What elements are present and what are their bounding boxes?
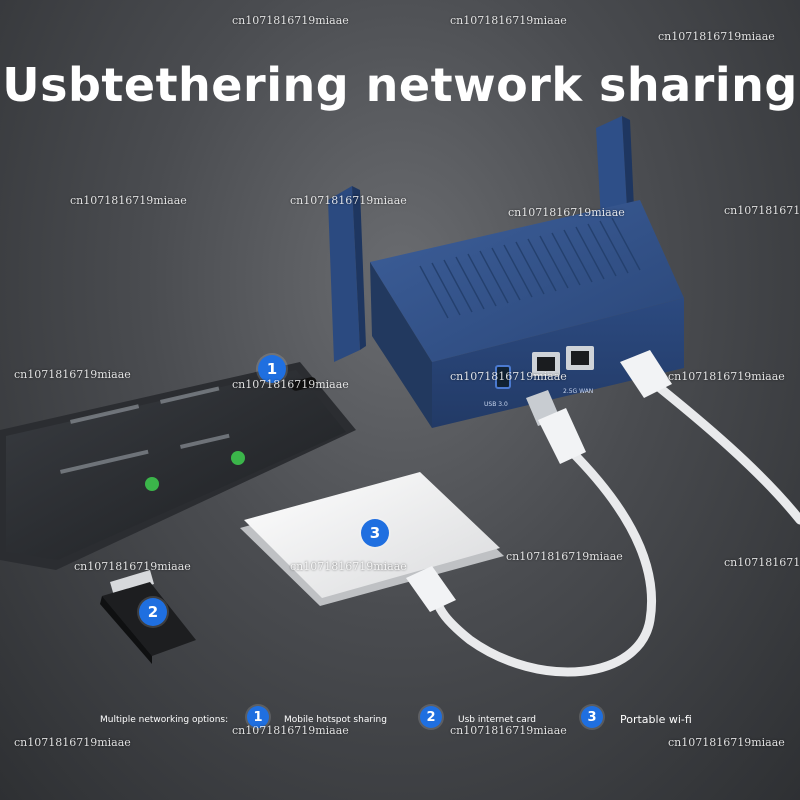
power-plug bbox=[620, 350, 672, 398]
watermark: cn1071816719miaae bbox=[74, 560, 191, 573]
watermark: cn107181671 bbox=[724, 204, 800, 217]
watermark: cn1071816719miaae bbox=[232, 724, 349, 737]
watermark: cn1071816719miaae bbox=[668, 370, 785, 383]
legend-label-3: Portable wi-fi bbox=[620, 713, 692, 726]
watermark: cn1071816719miaae bbox=[668, 736, 785, 749]
legend-badge-3: 3 bbox=[581, 706, 603, 728]
legend-label-1: Mobile hotspot sharing bbox=[284, 715, 387, 725]
watermark: cn1071816719miaae bbox=[508, 206, 625, 219]
power-cable bbox=[645, 375, 800, 525]
page-title: Usbtethering network sharing bbox=[2, 58, 798, 112]
watermark: cn1071816719miaae bbox=[658, 30, 775, 43]
watermark: cn1071816719miaae bbox=[70, 194, 187, 207]
wan-port-label: 2.5G WAN bbox=[563, 388, 593, 395]
watermark: cn1071816719miaae bbox=[290, 560, 407, 573]
watermark: cn1071816719miaae bbox=[450, 370, 567, 383]
watermark: cn1071816719miaae bbox=[506, 550, 623, 563]
watermark: cn1071816719miaae bbox=[290, 194, 407, 207]
watermark: cn1071816719miaae bbox=[450, 724, 567, 737]
usb-plug-mifi bbox=[406, 566, 456, 612]
router-body bbox=[370, 200, 684, 428]
watermark: cn107181671 bbox=[724, 556, 800, 569]
legend-badge-1: 1 bbox=[247, 706, 269, 728]
usb-cable-to-router bbox=[431, 445, 656, 677]
router-antenna-left bbox=[328, 186, 366, 362]
usb-plug-router bbox=[526, 390, 586, 464]
watermark: cn1071816719miaae bbox=[232, 378, 349, 391]
legend-label-2: Usb internet card bbox=[458, 715, 537, 725]
watermark: cn1071816719miaae bbox=[14, 368, 131, 381]
badge-mifi: 3 bbox=[361, 519, 389, 547]
legend-badge-2: 2 bbox=[420, 706, 442, 728]
router-usb-port bbox=[495, 365, 511, 389]
watermark: cn1071816719miaae bbox=[14, 736, 131, 749]
usb-port-label: USB 3.0 bbox=[484, 401, 508, 408]
networking-options-legend: Multiple networking options: 1 Mobile ho… bbox=[0, 706, 800, 736]
watermark: cn1071816719miaae bbox=[232, 14, 349, 27]
smartphone bbox=[0, 362, 356, 570]
badge-dongle: 2 bbox=[139, 598, 167, 626]
badge-phone: 1 bbox=[258, 355, 286, 383]
legend-intro: Multiple networking options: bbox=[100, 715, 229, 725]
router-lan-port bbox=[532, 352, 560, 376]
watermark: cn1071816719miaae bbox=[450, 14, 567, 27]
router-wan-port bbox=[566, 346, 594, 370]
